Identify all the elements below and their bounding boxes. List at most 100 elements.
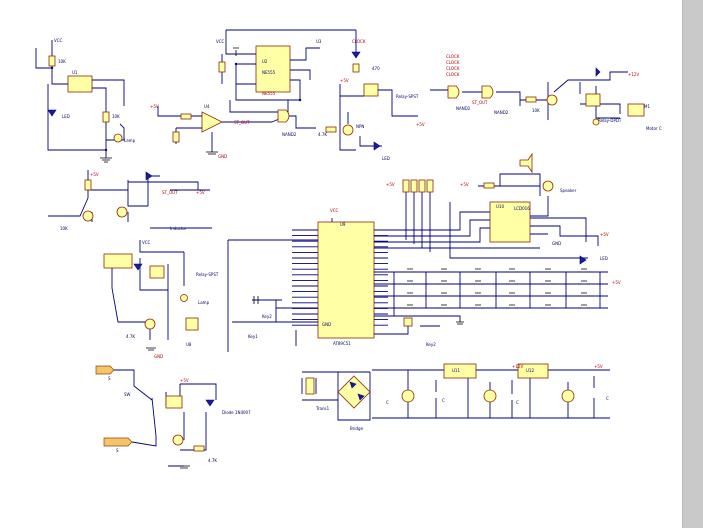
keypad-switch: [404, 304, 416, 309]
q7-transistor: [542, 180, 554, 192]
c-label-4: C: [516, 400, 519, 405]
r2-value: 10K: [112, 114, 120, 119]
q6-transistor: [172, 434, 184, 446]
q3-transistor: [82, 210, 94, 222]
vcc-label-1: VCC: [54, 38, 63, 43]
u4-label: U4: [204, 104, 210, 109]
keypad-switch: [578, 280, 590, 285]
cap-c1: [401, 389, 415, 403]
r9-resistor: [84, 179, 92, 191]
key1-label: Key1: [248, 334, 258, 339]
relay-1-coil: [363, 83, 379, 97]
r1-value: 10K: [58, 59, 66, 64]
u12-label: U12: [526, 368, 534, 373]
connector-box: [103, 253, 133, 269]
r12-value: 4.7K: [208, 458, 217, 463]
keypad-matrix: +5V: [374, 268, 621, 316]
lcd-block: U10 LCD016 +5V +5V Speaker LED +5V GND: [374, 152, 609, 265]
relay-2-coil: [585, 93, 601, 107]
led-4-diode: [145, 171, 153, 181]
u1-label: U1: [72, 70, 78, 75]
s-label-2: S: [116, 448, 119, 453]
motor-label: Motor C: [646, 126, 662, 131]
diode-4: [205, 399, 215, 407]
motor-driver-block: CLOCK CLOCK CLOCK CLOCK NAND2 NAND2 ST_O…: [430, 54, 662, 131]
u2-label: U2: [262, 59, 268, 64]
bridge-label: Bridge: [350, 426, 364, 431]
led-3-diode: [373, 141, 381, 151]
keypad-switch: [472, 304, 484, 309]
q1-transistor: [342, 124, 354, 136]
v5-label-7: +5V: [612, 280, 621, 285]
lcd-part: LCD016: [514, 206, 530, 211]
gnd-symbol-1: [100, 157, 112, 163]
gnd-symbol-2: [206, 151, 218, 155]
r10-value: 10K: [60, 226, 68, 231]
u11-label: U11: [452, 368, 460, 373]
keypad-switch: [542, 280, 554, 285]
vcc-label-4: VCC: [330, 208, 339, 213]
clock-label-top: CLOCK: [352, 39, 366, 44]
vertical-scrollbar[interactable]: [682, 0, 703, 528]
q4-transistor: [116, 206, 128, 218]
relay-3-label: Relay-SPST: [196, 272, 219, 277]
lamp-2: [180, 294, 188, 302]
u9-label: U9: [340, 222, 346, 227]
v5-label-6: +5V: [180, 378, 189, 383]
r6-resistor: [180, 113, 192, 120]
relay-4-coil: [165, 395, 183, 409]
u12-regulator: [517, 363, 549, 379]
inductor-label: Inductor: [170, 226, 187, 231]
q2-transistor: [546, 94, 558, 106]
circuit-diagram: U1 VCC 10K 10K Lamp LED U2 NE555 NE555: [35, 29, 662, 469]
relay-block-top: Relay-SPST +5V +5V NPN LED 4.7K: [318, 78, 425, 161]
v5-label-3: +5V: [150, 104, 159, 109]
vcc-label-2: VCC: [216, 39, 225, 44]
c-label-1: C: [386, 400, 389, 405]
keypad-switch: [472, 292, 484, 297]
bottom-relay-block: S S +5V Diode 1N4007 SW 4.7K: [95, 365, 251, 469]
crystal-y1: [403, 317, 413, 327]
u4-op-amp: [201, 111, 223, 133]
clock-label-r1: CLOCK: [446, 54, 460, 59]
v5-label-10: +5V: [600, 232, 609, 237]
r5-value: 4.7K: [318, 132, 327, 137]
schematic-sheet: U1 VCC 10K 10K Lamp LED U2 NE555 NE555: [35, 29, 662, 469]
v12-label-2: +12V: [512, 364, 523, 369]
keypad-switch: [506, 304, 518, 309]
keypad-switch: [542, 268, 554, 273]
diode-3: [133, 263, 143, 271]
comparator-block: U4 +5V ST_OUT NAND2 GND: [150, 104, 316, 159]
transformer-core: [305, 377, 315, 395]
relay-2-label: Relay-DPDT: [598, 118, 622, 123]
c1-capacitor: [233, 47, 239, 56]
keypad-switch: [578, 268, 590, 273]
transistor-switch-block: +5V 10K ST_OUT +5V Inductor: [48, 170, 212, 231]
u2-type: NE555: [262, 70, 276, 75]
v5-label-9: +5V: [460, 182, 469, 187]
led-2-diode: [351, 51, 361, 59]
keypad-switch: [404, 280, 416, 285]
bridge-diode-1: [349, 381, 357, 389]
cap-c3: [561, 389, 575, 403]
mcu-part: AT89C51: [333, 341, 351, 346]
u11-regulator: [443, 363, 477, 379]
keypad-switch: [542, 304, 554, 309]
ne555-timer-block: U2 NE555 NE555 VCC U3 CLOCK 470: [216, 29, 380, 113]
c-label-3: C: [442, 398, 445, 403]
u9-at89c51-chip: [317, 221, 375, 339]
u1-sensor-block: U1 VCC 10K 10K Lamp LED: [35, 38, 136, 163]
motor-ind: [592, 118, 600, 126]
st-out-label-2: ST_OUT: [472, 100, 488, 105]
relay-driver-block: VCC Relay-SPST Lamp U8 4.7K GND: [103, 240, 219, 359]
r-pull-1: [402, 179, 410, 193]
v5-label-8: +5V: [386, 182, 395, 187]
mcu-gnd: GND: [322, 322, 331, 327]
v5-label-5: +5V: [196, 190, 205, 195]
r-pull-4: [426, 179, 434, 193]
bridge-diode-2: [357, 393, 365, 401]
bridge-rectifier: [337, 375, 371, 409]
u7-label: NAND2: [494, 110, 509, 115]
gnd-symbol-5: [456, 321, 464, 325]
